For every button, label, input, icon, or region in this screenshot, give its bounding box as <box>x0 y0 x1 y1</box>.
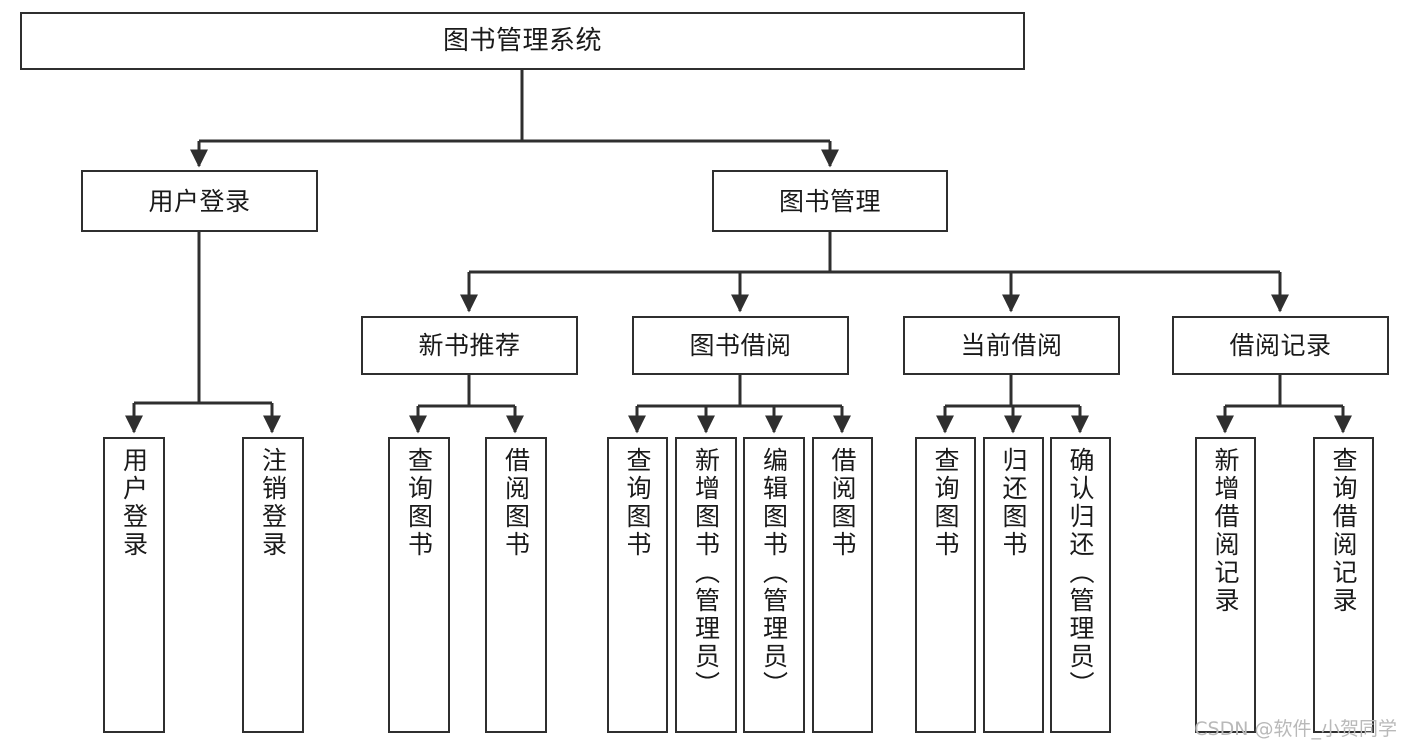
leaf-query-book-current[interactable]: 查询图书 <box>915 437 976 733</box>
leaf-return-book-label: 归还图书 <box>999 447 1028 559</box>
leaf-user-login[interactable]: 用户登录 <box>103 437 165 733</box>
node-new-book-recommend-label: 新书推荐 <box>418 331 521 360</box>
leaf-borrow-book-borrow[interactable]: 借阅图书 <box>812 437 873 733</box>
leaf-add-borrow-record-label: 新增借阅记录 <box>1211 447 1240 615</box>
leaf-add-book-admin-label: 新增图书（管理员） <box>691 447 721 699</box>
node-current-borrow[interactable]: 当前借阅 <box>903 316 1120 375</box>
leaf-borrow-book-recommend[interactable]: 借阅图书 <box>485 437 547 733</box>
leaf-query-book-borrow[interactable]: 查询图书 <box>607 437 668 733</box>
leaf-query-book-borrow-label: 查询图书 <box>623 447 652 559</box>
leaf-borrow-book-borrow-label: 借阅图书 <box>828 447 857 559</box>
leaf-add-book-admin[interactable]: 新增图书（管理员） <box>675 437 737 733</box>
node-book-management-label: 图书管理 <box>778 186 881 216</box>
node-current-borrow-label: 当前借阅 <box>960 331 1063 360</box>
node-user-login-label: 用户登录 <box>148 186 251 216</box>
leaf-logout-label: 注销登录 <box>258 447 288 559</box>
leaf-query-book-recommend[interactable]: 查询图书 <box>388 437 450 733</box>
node-root[interactable]: 图书管理系统 <box>20 12 1025 70</box>
leaf-confirm-return-admin-label: 确认归还（管理员） <box>1066 447 1095 699</box>
node-new-book-recommend[interactable]: 新书推荐 <box>361 316 578 375</box>
node-book-borrow-label: 图书借阅 <box>689 331 792 360</box>
leaf-return-book[interactable]: 归还图书 <box>983 437 1044 733</box>
leaf-query-borrow-record[interactable]: 查询借阅记录 <box>1313 437 1374 733</box>
node-user-login[interactable]: 用户登录 <box>81 170 318 232</box>
leaf-add-borrow-record[interactable]: 新增借阅记录 <box>1195 437 1256 733</box>
node-book-management[interactable]: 图书管理 <box>712 170 948 232</box>
csdn-watermark: CSDN @软件_小贺同学 <box>1194 718 1397 740</box>
node-book-borrow[interactable]: 图书借阅 <box>632 316 849 375</box>
leaf-borrow-book-recommend-label: 借阅图书 <box>501 447 531 559</box>
leaf-user-login-label: 用户登录 <box>119 447 149 559</box>
node-root-label: 图书管理系统 <box>442 26 602 56</box>
leaf-logout[interactable]: 注销登录 <box>242 437 304 733</box>
leaf-edit-book-admin-label: 编辑图书（管理员） <box>759 447 789 699</box>
leaf-query-borrow-record-label: 查询借阅记录 <box>1329 447 1358 615</box>
node-borrow-record-label: 借阅记录 <box>1229 331 1332 360</box>
leaf-confirm-return-admin[interactable]: 确认归还（管理员） <box>1050 437 1111 733</box>
leaf-query-book-recommend-label: 查询图书 <box>404 447 434 559</box>
leaf-query-book-current-label: 查询图书 <box>931 447 960 559</box>
node-borrow-record[interactable]: 借阅记录 <box>1172 316 1389 375</box>
leaf-edit-book-admin[interactable]: 编辑图书（管理员） <box>743 437 805 733</box>
